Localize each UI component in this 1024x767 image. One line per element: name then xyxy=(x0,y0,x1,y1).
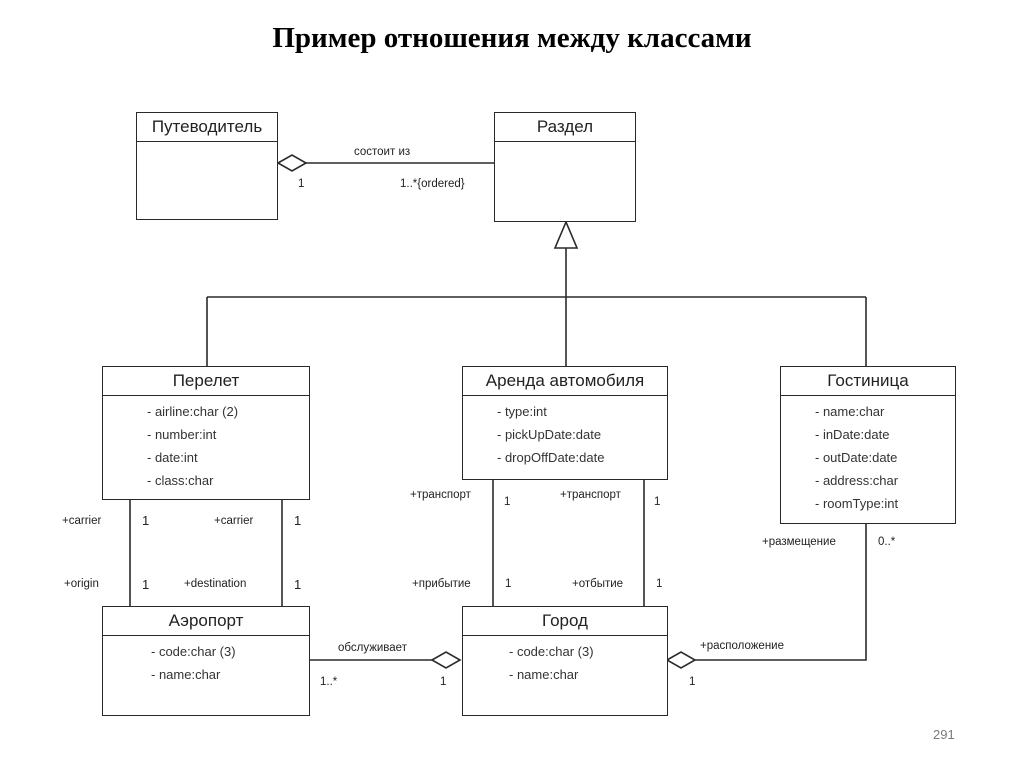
location-diamond xyxy=(665,651,697,669)
class-name: Гостиница xyxy=(781,367,955,396)
class-name: Раздел xyxy=(495,113,635,142)
class-airport: Аэропорт - code:char (3) - name:char xyxy=(102,606,310,716)
role-location: +расположение xyxy=(700,640,784,652)
role-carrier-left: +carrier xyxy=(62,515,102,527)
attribute: - code:char (3) xyxy=(151,644,236,659)
mult-departure: 1 xyxy=(656,578,663,590)
attribute: - type:int xyxy=(497,404,547,419)
role-destination: +destination xyxy=(184,578,247,590)
generalization-triangle xyxy=(553,219,579,249)
role-transport-left: +транспорт xyxy=(410,489,471,501)
attribute: - pickUpDate:date xyxy=(497,427,602,442)
attribute: - airline:char (2) xyxy=(147,404,239,419)
attribute: - class:char xyxy=(147,473,214,488)
class-city: Город - code:char (3) - name:char xyxy=(462,606,668,716)
class-car-rental: Аренда автомобиля - type:int - pickUpDat… xyxy=(462,366,668,480)
assoc-location-line xyxy=(695,524,867,661)
role-transport-right: +транспорт xyxy=(560,489,621,501)
aggregation-diamond-guide xyxy=(276,154,308,172)
mult-section: 1..*{ordered} xyxy=(400,178,465,190)
mult-arrival: 1 xyxy=(505,578,512,590)
mult-location: 1 xyxy=(689,676,696,688)
attribute: - roomType:int xyxy=(815,496,899,511)
mult-origin: 1 xyxy=(142,577,150,592)
role-accommodation: +размещение xyxy=(762,536,836,548)
role-origin: +origin xyxy=(64,578,99,590)
class-flight: Перелет - airline:char (2) - number:int … xyxy=(102,366,310,500)
class-name: Перелет xyxy=(103,367,309,396)
mult-guide: 1 xyxy=(298,178,305,190)
class-name: Аренда автомобиля xyxy=(463,367,667,396)
page-number: 291 xyxy=(933,727,955,742)
attribute: - inDate:date xyxy=(815,427,890,442)
attribute: - date:int xyxy=(147,450,198,465)
attribute: - dropOffDate:date xyxy=(497,450,605,465)
label-serves: обслуживает xyxy=(338,642,407,654)
serves-diamond xyxy=(430,651,462,669)
class-hotel: Гостиница - name:char - inDate:date - ou… xyxy=(780,366,956,524)
attribute: - name:char xyxy=(151,667,221,682)
class-name: Город xyxy=(463,607,667,636)
class-name: Аэропорт xyxy=(103,607,309,636)
mult-serves-city: 1 xyxy=(440,676,447,688)
slide-title: Пример отношения между классами xyxy=(272,22,752,54)
label-consists-of: состоит из xyxy=(354,146,411,158)
mult-carrier-left: 1 xyxy=(142,513,150,528)
role-carrier-right: +carrier xyxy=(214,515,254,527)
role-arrival: +прибытие xyxy=(412,578,471,590)
mult-serves-airport: 1..* xyxy=(320,676,338,688)
attribute: - name:char xyxy=(815,404,885,419)
mult-accommodation: 0..* xyxy=(878,536,896,548)
class-name: Путеводитель xyxy=(137,113,277,142)
mult-destination: 1 xyxy=(294,577,302,592)
attribute: - name:char xyxy=(509,667,579,682)
mult-transport-right: 1 xyxy=(654,496,661,508)
class-guide: Путеводитель xyxy=(136,112,278,220)
attribute: - outDate:date xyxy=(815,450,898,465)
attribute: - address:char xyxy=(815,473,899,488)
class-section: Раздел xyxy=(494,112,636,222)
role-departure: +отбытие xyxy=(572,578,624,590)
mult-carrier-right: 1 xyxy=(294,513,302,528)
mult-transport-left: 1 xyxy=(504,496,511,508)
attribute: - number:int xyxy=(147,427,217,442)
attribute: - code:char (3) xyxy=(509,644,594,659)
